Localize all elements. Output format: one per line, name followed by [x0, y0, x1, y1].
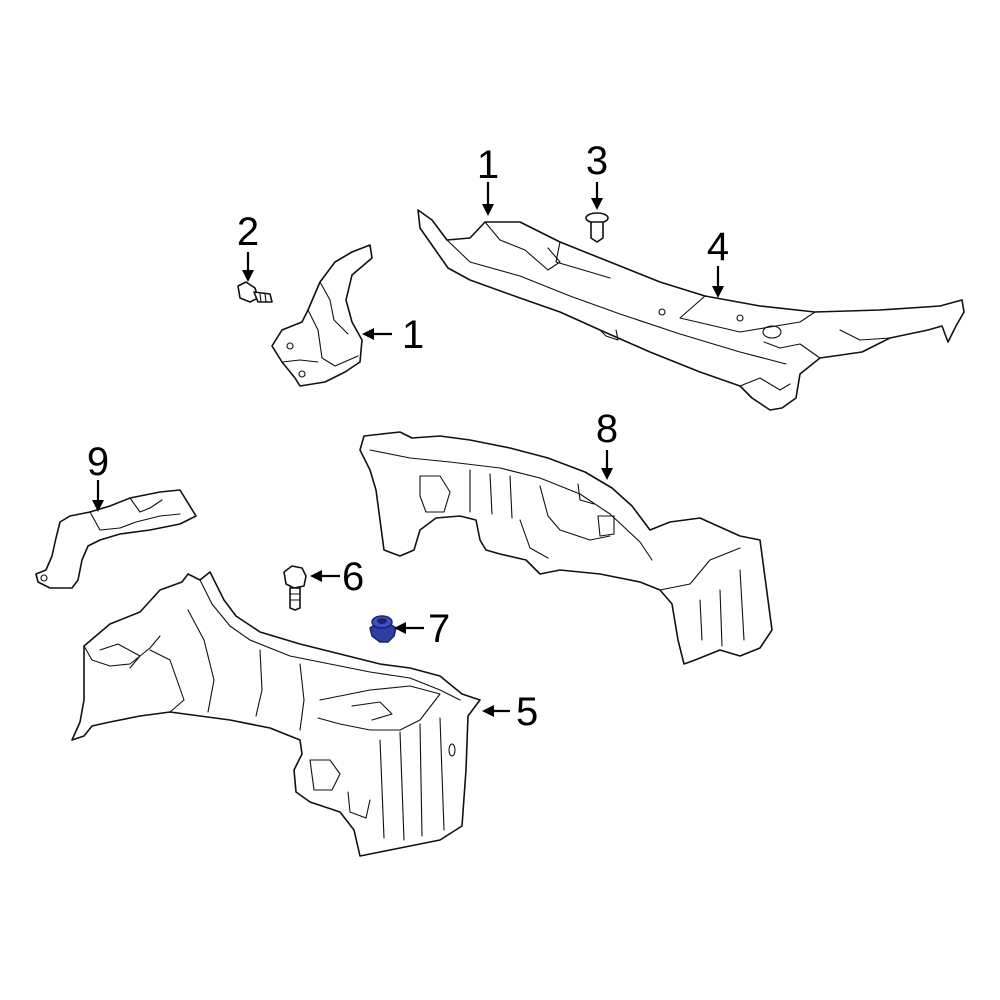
callout-2: 2 — [237, 210, 259, 254]
callout-4: 4 — [707, 225, 729, 269]
nut-part-7[interactable] — [369, 615, 397, 643]
callout-6: 6 — [342, 555, 364, 599]
bolt-part-2[interactable] — [237, 281, 273, 303]
cowl-side-bracket[interactable] — [271, 244, 373, 387]
callout-1-top: 1 — [477, 143, 499, 187]
heat-shield-bracket[interactable] — [35, 489, 197, 589]
callout-1-side: 1 — [402, 313, 424, 357]
cowl-panel[interactable] — [417, 209, 965, 411]
callout-5: 5 — [516, 690, 538, 734]
leaders — [92, 182, 724, 717]
dash-panel-lower[interactable] — [71, 571, 481, 857]
callout-8: 8 — [596, 407, 618, 451]
callout-labels: 1 1 2 3 4 5 6 7 8 9 — [87, 139, 729, 734]
clip-part-3[interactable] — [585, 212, 609, 243]
nut-hole — [377, 618, 387, 624]
dash-panel-upper[interactable] — [359, 431, 773, 665]
callout-9: 9 — [87, 440, 109, 484]
callout-3: 3 — [586, 139, 608, 183]
bolt-part-6[interactable] — [283, 565, 307, 611]
callout-7: 7 — [428, 607, 450, 651]
